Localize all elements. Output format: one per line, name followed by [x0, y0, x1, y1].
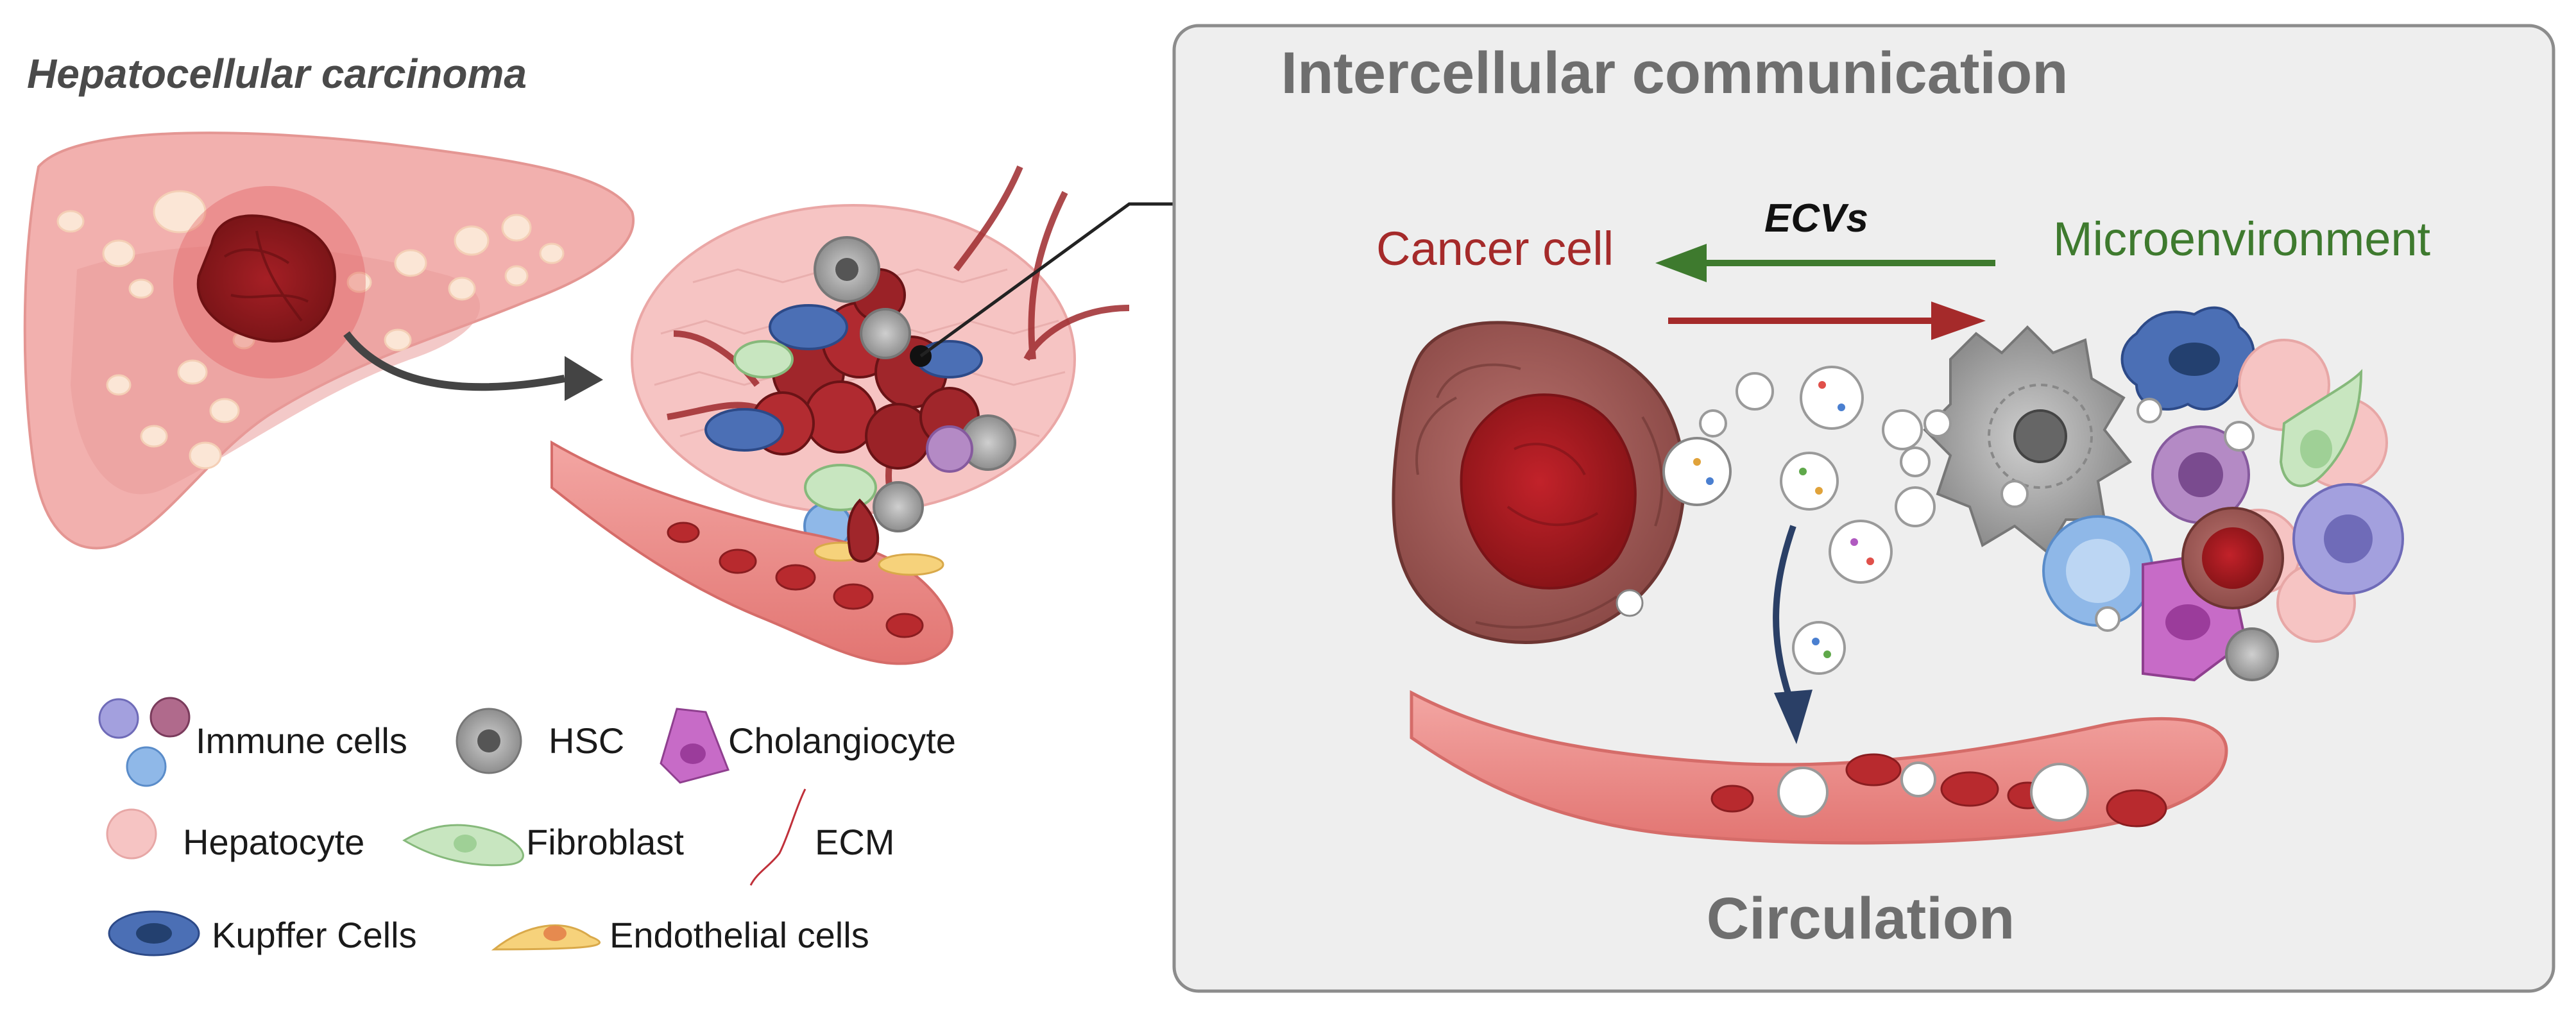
- microenvironment-cells: [1923, 306, 2404, 682]
- cancer-cell: [1392, 321, 1732, 644]
- legend-kupffer-cells: Kupffer Cells: [212, 915, 417, 955]
- ecv-vesicles: [1699, 366, 1936, 675]
- ecvs-label: ECVs: [1764, 196, 1868, 241]
- legend-immune-cells: Immune cells: [196, 720, 407, 761]
- tumor-zoom-illustration: [550, 166, 1363, 665]
- exchange-arrows: [1655, 244, 1995, 340]
- legend-endothelial-cells: Endothelial cells: [610, 915, 869, 955]
- blood-vessel: [1410, 690, 2228, 845]
- legend-fibroblast: Fibroblast: [526, 822, 684, 862]
- liver-illustration: [23, 132, 635, 550]
- legend-ecm: ECM: [815, 822, 895, 862]
- cancer-cell-label: Cancer cell: [1376, 222, 1614, 275]
- figure-title: Hepatocellular carcinoma: [27, 51, 527, 97]
- panel-title: Intercellular communication: [1281, 40, 2068, 106]
- legend-cholangiocyte: Cholangiocyte: [728, 720, 956, 761]
- microenvironment-label: Microenvironment: [2053, 212, 2431, 266]
- ecv-cargo: [1693, 381, 1874, 658]
- circulation-label: Circulation: [1706, 886, 2015, 951]
- legend-icons: [98, 697, 806, 956]
- legend-hepatocyte: Hepatocyte: [183, 822, 365, 862]
- circulation-arrow: [1773, 525, 1796, 701]
- legend-hsc: HSC: [549, 720, 625, 761]
